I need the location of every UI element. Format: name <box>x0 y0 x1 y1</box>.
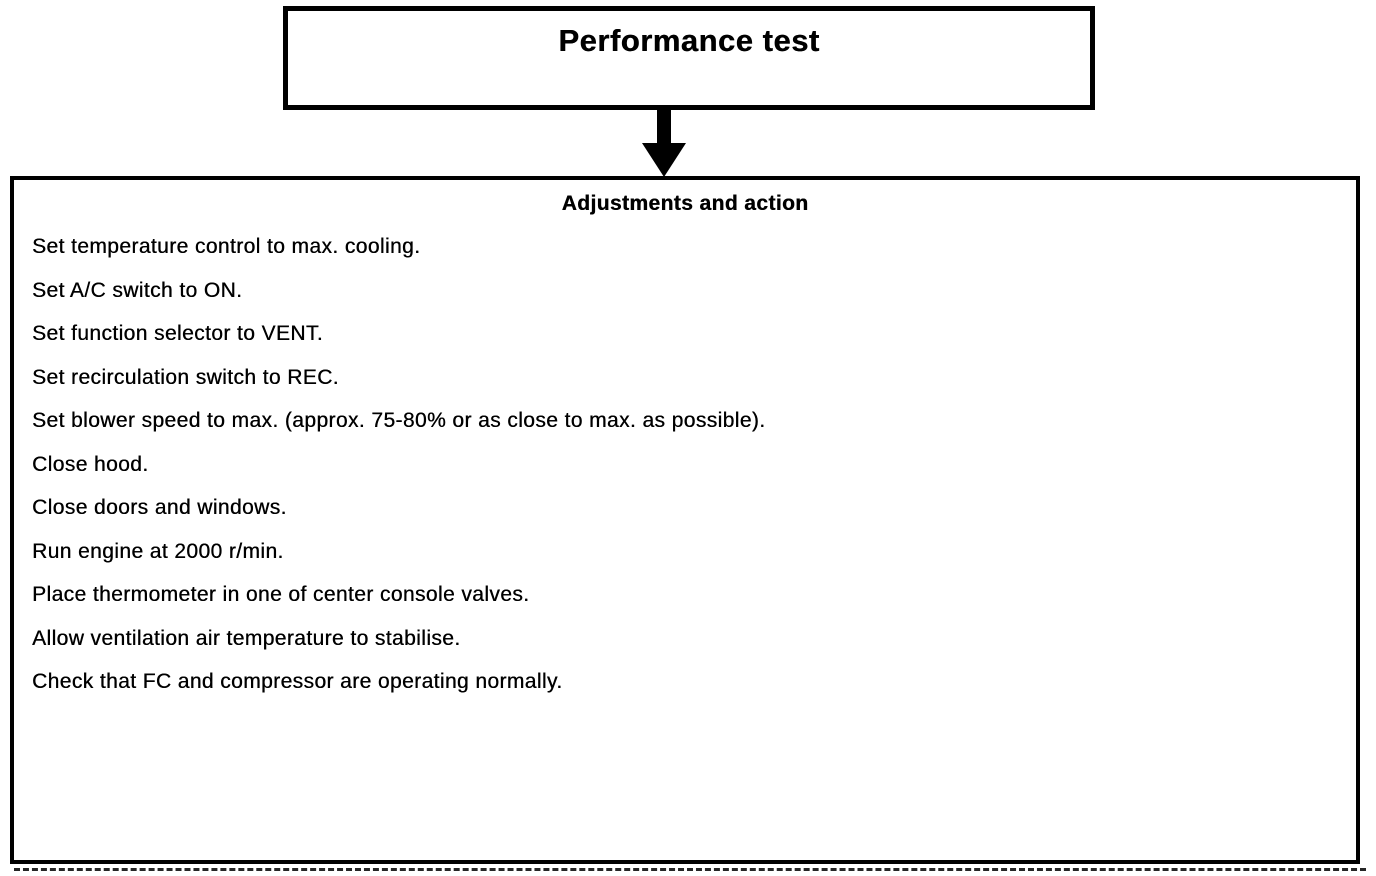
step-line: Check that FC and compressor are operati… <box>32 670 563 693</box>
step-line: Set A/C switch to ON. <box>32 278 243 302</box>
step-line: Close hood. <box>32 452 149 476</box>
step-line: Place thermometer in one of center conso… <box>32 583 530 606</box>
step-line: Set blower speed to max. (approx. 75-80%… <box>32 409 766 432</box>
down-arrow-icon <box>642 143 686 177</box>
scan-artifact-line <box>14 868 1366 871</box>
down-arrow-stem <box>657 110 671 148</box>
adjustments-and-action-node: Adjustments and action Set temperature c… <box>10 176 1360 864</box>
performance-test-node: Performance test <box>283 6 1095 110</box>
step-line: Set function selector to VENT. <box>32 322 323 345</box>
step-line: Set temperature control to max. cooling. <box>32 235 421 258</box>
step-line: Close doors and windows. <box>32 496 287 519</box>
flowchart-title: Performance test <box>558 23 820 58</box>
steps-list: Set temperature control to max. cooling.… <box>14 225 1356 704</box>
section-heading: Adjustments and action <box>561 192 809 215</box>
step-line: Set recirculation switch to REC. <box>32 365 339 389</box>
step-line: Run engine at 2000 r/min. <box>32 539 284 563</box>
step-line: Allow ventilation air temperature to sta… <box>32 626 461 650</box>
